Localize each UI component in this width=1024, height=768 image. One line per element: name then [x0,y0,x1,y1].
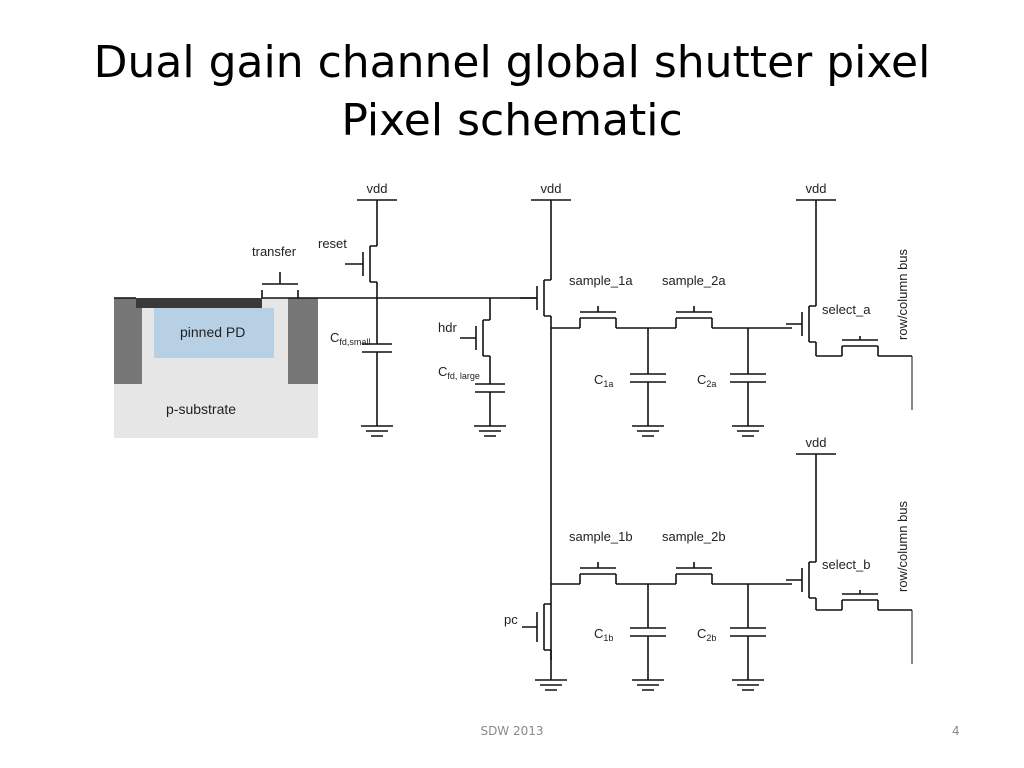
sample-1a-label: sample_1a [569,273,633,288]
reset-transistor [345,199,397,298]
sample-1b-label: sample_1b [569,529,633,544]
vdd-label-reset: vdd [367,181,388,196]
schematic-labels: vdd vdd vdd vdd reset transfer hdr pinne… [166,181,910,643]
hdr-label: hdr [438,320,457,335]
cfd-small-capacitor [361,298,393,437]
page-number: 4 [952,724,960,738]
sample-2a-label: sample_2a [662,273,726,288]
reset-label: reset [318,236,347,251]
row-column-bus-label-a: row/column bus [895,248,910,340]
pc-transistor [522,603,567,691]
c1b-label: C1b [594,626,613,643]
pc-label: pc [504,612,518,627]
select-b-label: select_b [822,557,870,572]
transfer-gate [261,272,299,298]
c2b-label: C2b [697,626,716,643]
slide-title: Dual gain channel global shutter pixel P… [0,34,1024,150]
transfer-label: transfer [252,244,297,259]
select-a-label: select_a [822,302,871,317]
title-line-2: Pixel schematic [341,95,683,146]
photodiode-cross-section [114,298,318,438]
footer-text: SDW 2013 [480,724,544,738]
sample-2b-label: sample_2b [662,529,726,544]
channel-a [551,199,913,437]
cfd-large-label: Cfd, large [438,364,480,381]
source-follower [520,199,571,660]
vdd-label-sf: vdd [541,181,562,196]
p-substrate-label: p-substrate [166,401,236,417]
pinned-pd-label: pinned PD [180,324,245,340]
cfd-small-label: Cfd,small [330,330,370,347]
row-column-bus-label-b: row/column bus [895,500,910,592]
channel-b [551,453,913,691]
hdr-transistor [460,298,506,437]
vdd-label-select-a: vdd [806,181,827,196]
c1a-label: C1a [594,372,613,389]
c2a-label: C2a [697,372,716,389]
vdd-label-select-b: vdd [806,435,827,450]
title-line-1: Dual gain channel global shutter pixel [93,37,931,88]
